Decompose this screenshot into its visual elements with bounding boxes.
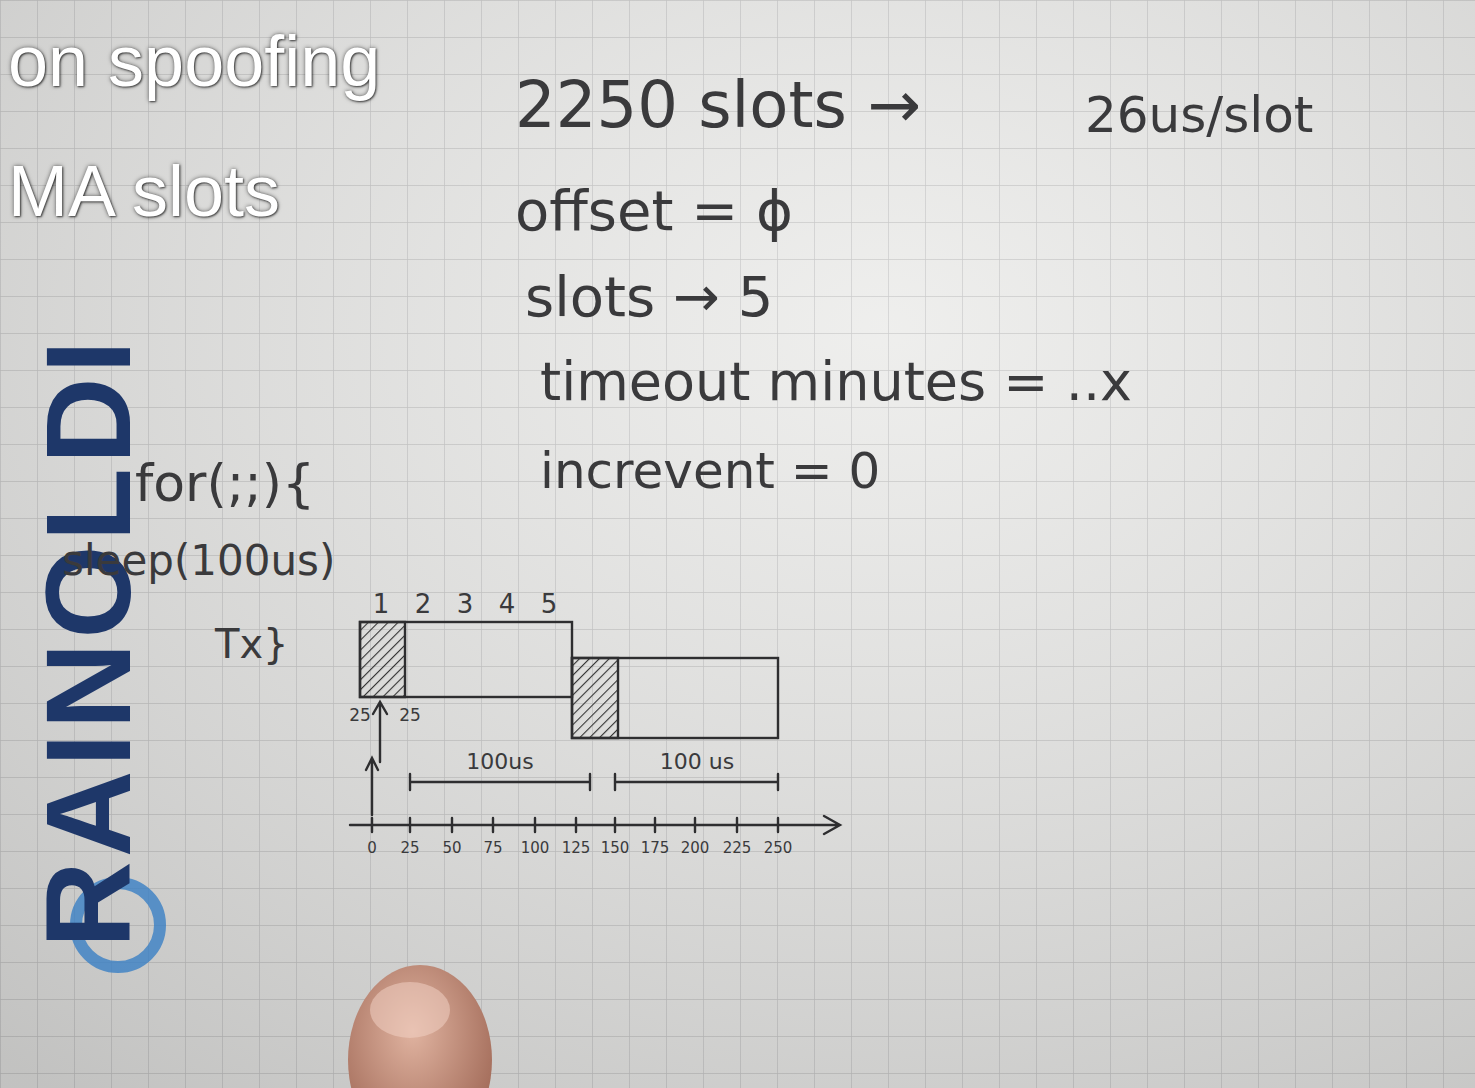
dimension-line	[410, 774, 590, 790]
time-mark: 25	[399, 706, 421, 725]
axis-tick-label: 225	[723, 840, 752, 857]
marker-arrow	[373, 702, 387, 762]
timing-drawing	[350, 622, 840, 834]
axis-tick-label: 0	[367, 840, 377, 857]
slot-number: 1	[373, 590, 390, 619]
slot-number: 3	[457, 590, 474, 619]
slide-title: MA slots	[8, 152, 280, 231]
tx-slot-hatch	[360, 622, 405, 697]
slot-frame	[360, 622, 572, 697]
slot-number: 5	[541, 590, 558, 619]
handwritten-note: slots → 5	[525, 266, 773, 328]
handwritten-note: 26us/slot	[1085, 88, 1313, 143]
slot-frame	[572, 658, 778, 738]
axis-ticks	[372, 818, 778, 832]
axis-tick-label: 250	[764, 840, 793, 857]
dimension-label: 100us	[466, 750, 533, 774]
time-axis	[350, 816, 840, 834]
code-note: sleep(100us)	[62, 538, 335, 584]
time-mark: 25	[349, 706, 371, 725]
fingernail	[370, 982, 450, 1038]
slide-title: on spoofing	[8, 22, 380, 101]
axis-tick-label: 50	[442, 840, 461, 857]
handwritten-note: 2250 slots →	[515, 70, 921, 140]
axis-tick-label: 125	[562, 840, 591, 857]
handwritten-note: timeout minutes = ..x	[540, 352, 1132, 411]
axis-tick-label: 175	[641, 840, 670, 857]
code-note: for(;;){	[135, 455, 315, 512]
slot-number: 2	[415, 590, 432, 619]
axis-arrow	[366, 758, 378, 815]
axis-tick-label: 75	[483, 840, 502, 857]
code-note: Tx}	[215, 622, 289, 666]
dimension-label: 100 us	[660, 750, 734, 774]
slot-number: 4	[499, 590, 516, 619]
handwritten-note: offset = ϕ	[515, 180, 793, 242]
axis-tick-label: 25	[400, 840, 419, 857]
handwritten-note: increvent = 0	[540, 444, 880, 499]
dimension-line	[615, 774, 778, 790]
watermark-logo: RAINOLDI	[28, 336, 148, 948]
axis-tick-label: 150	[601, 840, 630, 857]
axis-tick-label: 100	[521, 840, 550, 857]
finger	[348, 965, 492, 1088]
axis-tick-label: 200	[681, 840, 710, 857]
tx-slot-hatch	[572, 658, 618, 738]
